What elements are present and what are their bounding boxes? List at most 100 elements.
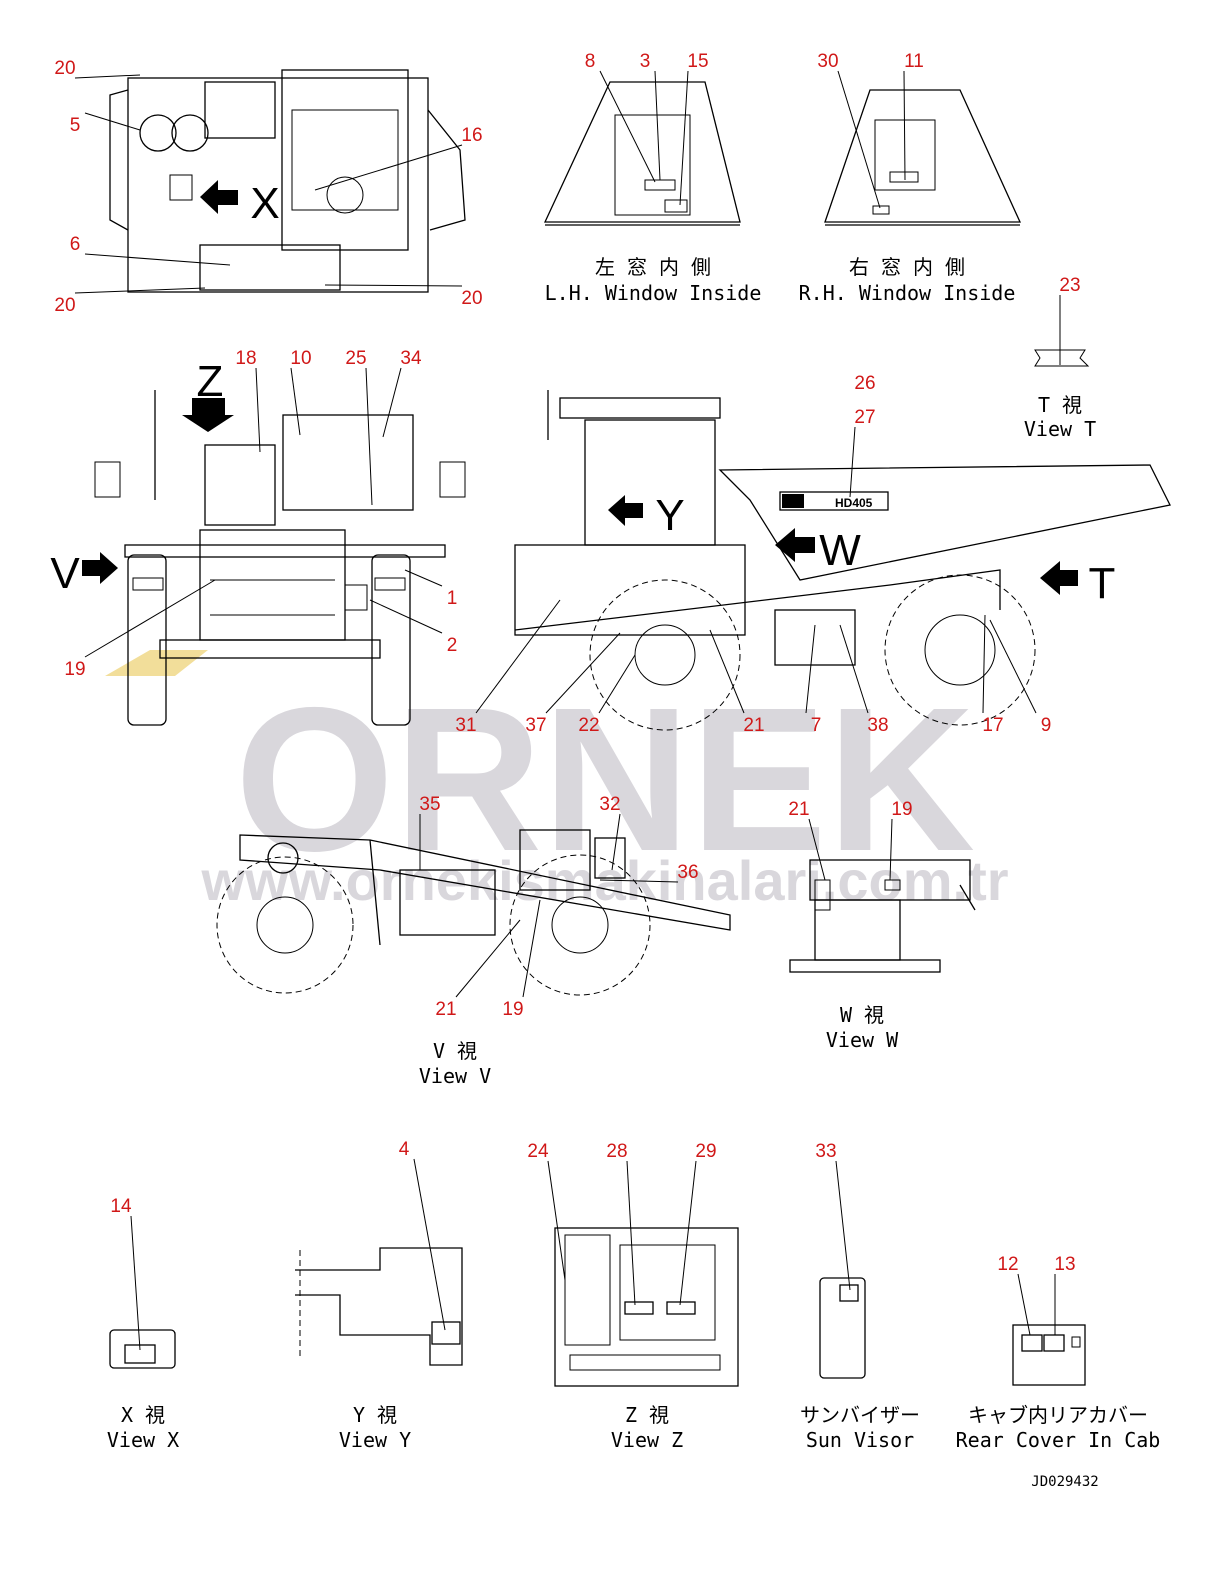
callout-number: 5: [70, 115, 81, 136]
view-v-caption-jp: V 視: [433, 1039, 477, 1063]
callout-number: 30: [817, 51, 838, 72]
callout-leader-line: [808, 818, 826, 881]
drawing-id: JD029432: [1031, 1474, 1098, 1490]
callout-leader-line: [84, 253, 231, 266]
view-y-caption-en: View Y: [339, 1428, 411, 1452]
callout-number: 23: [1059, 275, 1080, 296]
callout-leader-line: [290, 367, 301, 436]
sun-visor-drawing: [819, 1277, 866, 1379]
callout-number: 34: [400, 348, 422, 369]
callout-leader-line: [413, 1158, 446, 1331]
callout-leader-line: [545, 632, 621, 714]
callout-leader-line: [839, 624, 869, 714]
callout-number: 11: [904, 51, 924, 72]
callout-leader-line: [805, 624, 816, 714]
callout-number: 37: [525, 715, 546, 736]
callout-number: 27: [854, 407, 875, 428]
callout-number: 19: [502, 999, 523, 1020]
callout-number: 31: [455, 715, 476, 736]
callout-number: 21: [743, 715, 764, 736]
callout-number: 16: [461, 125, 482, 146]
callout-number: 12: [997, 1254, 1018, 1275]
callout-number: 18: [235, 348, 256, 369]
callout-leader-line: [679, 70, 689, 206]
view-z-caption-en: View Z: [611, 1428, 683, 1452]
callout-leader-line: [903, 70, 906, 181]
callout-number: 8: [585, 51, 596, 72]
view-arrow-w-label: W: [819, 526, 861, 575]
view-x-caption-en: View X: [107, 1428, 179, 1452]
model-badge: HD405: [835, 496, 873, 510]
callout-leader-line: [611, 813, 621, 871]
callout-leader-line: [522, 899, 541, 998]
callout-leader-line: [382, 367, 402, 438]
arrow-v-icon: [82, 552, 118, 584]
callout-leader-line: [314, 144, 463, 191]
watermark-mark: [105, 650, 208, 676]
callout-leader-line: [475, 599, 561, 714]
arrow-x-icon: [200, 180, 238, 214]
callout-number: 19: [64, 659, 85, 680]
callout-leader-line: [889, 818, 893, 881]
view-arrow-y-label: Y: [655, 491, 684, 540]
view-arrow-t-label: T: [1089, 559, 1116, 608]
view-y-drawing: [295, 1247, 463, 1366]
callout-number: 6: [70, 234, 81, 255]
view-t-caption-en: View T: [1024, 417, 1096, 441]
arrow-z-icon: [182, 398, 234, 432]
callout-leader-line: [74, 74, 141, 79]
truck-front-view: [94, 390, 466, 726]
callout-number: 10: [290, 348, 311, 369]
sun-visor-caption-en: Sun Visor: [806, 1428, 914, 1452]
callout-number: 7: [811, 715, 822, 736]
rear-cover-caption-en: Rear Cover In Cab: [956, 1428, 1161, 1452]
callout-number: 38: [867, 715, 888, 736]
callout-leader-line: [599, 879, 679, 883]
callout-leader-line: [130, 1215, 141, 1351]
callout-number: 15: [687, 51, 708, 72]
callout-number: 36: [677, 862, 698, 883]
view-z-caption-jp: Z 視: [625, 1403, 669, 1427]
view-w-caption-en: View W: [826, 1028, 899, 1052]
lh-window-caption-en: L.H. Window Inside: [545, 281, 762, 305]
view-arrow-z-label: Z: [197, 357, 224, 406]
view-arrow-v-label: V: [50, 549, 80, 598]
view-x-drawing: [109, 1329, 176, 1369]
rh-window-caption-en: R.H. Window Inside: [799, 281, 1016, 305]
callout-leader-line: [84, 112, 141, 131]
callout-number: 32: [599, 794, 620, 815]
arrow-w-icon: [775, 528, 815, 562]
rh-window-drawing: [824, 89, 1022, 226]
callout-leader-line: [1017, 1273, 1031, 1336]
rh-window-caption-jp: 右 窓 内 側: [849, 255, 965, 279]
arrow-t-icon: [1040, 561, 1078, 595]
callout-number: 28: [606, 1141, 627, 1162]
callout-number: 4: [399, 1139, 410, 1160]
callout-leader-line: [849, 426, 856, 498]
callout-number: 13: [1054, 1254, 1075, 1275]
callout-leader-line: [709, 629, 745, 714]
callout-leader-line: [654, 70, 661, 181]
callout-number: 20: [54, 295, 75, 316]
callout-leader-line: [598, 654, 636, 714]
callout-leader-line: [324, 284, 463, 287]
callout-number: 35: [419, 794, 440, 815]
callout-leader-line: [982, 614, 986, 714]
sun-visor-caption-jp: サンバイザー: [800, 1403, 920, 1427]
callout-leader-line: [989, 619, 1037, 714]
callout-number: 2: [447, 635, 458, 656]
view-z-drawing: [554, 1227, 739, 1387]
callout-leader-line: [837, 70, 881, 209]
callout-number: 26: [854, 373, 875, 394]
view-v-caption-en: View V: [419, 1064, 491, 1088]
callout-leader-line: [547, 1160, 566, 1281]
callout-number: 20: [461, 288, 482, 309]
callout-leader-line: [74, 287, 206, 294]
lh-window-caption-jp: 左 窓 内 側: [595, 255, 711, 279]
callout-leader-line: [84, 579, 216, 658]
rear-cover-drawing: [1012, 1324, 1086, 1386]
callout-number: 14: [110, 1196, 132, 1217]
